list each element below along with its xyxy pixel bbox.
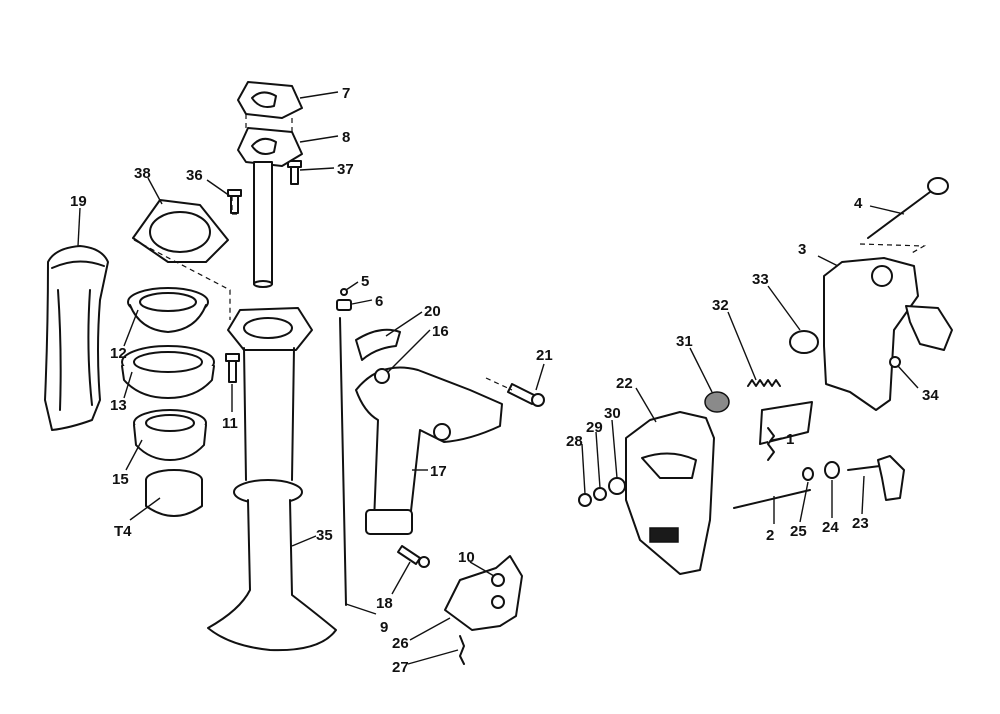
assembly-guide-lines xyxy=(133,114,927,391)
part-26-latch xyxy=(444,555,523,631)
part-21-screw xyxy=(507,383,545,407)
callout-38: 38 xyxy=(134,165,151,182)
part-27-spring xyxy=(459,635,465,665)
callout-35: 35 xyxy=(316,527,333,544)
callout-6: 6 xyxy=(375,293,383,310)
callout-30: 30 xyxy=(604,405,621,422)
part-9-rod xyxy=(339,317,347,606)
callout-25: 25 xyxy=(790,523,807,540)
callout-28: 28 xyxy=(566,433,583,450)
callout-9: 9 xyxy=(380,619,388,636)
part-15-ring xyxy=(133,409,207,461)
part-30-washer xyxy=(608,477,626,495)
callout-32: 32 xyxy=(712,297,729,314)
part-6-nut xyxy=(336,299,352,311)
part-7-plate xyxy=(237,81,303,119)
part-37-screw xyxy=(287,160,302,185)
callout-36: 36 xyxy=(186,167,203,184)
part-4-bolt xyxy=(867,177,949,239)
callout-5: 5 xyxy=(361,273,369,290)
part-38-gasket xyxy=(132,199,229,263)
part-33-knob xyxy=(789,330,819,354)
part-13-ring xyxy=(121,345,215,399)
callout-20: 20 xyxy=(424,303,441,320)
callout-19: 19 xyxy=(70,193,87,210)
part-2-lever xyxy=(733,401,813,509)
upper-tube xyxy=(253,161,273,288)
part-10-nut xyxy=(491,573,505,587)
callout-26: 26 xyxy=(392,635,409,652)
callout-16: 16 xyxy=(432,323,449,340)
part-18-screw xyxy=(397,545,430,568)
callout-34: 34 xyxy=(922,387,939,404)
callout-13: 13 xyxy=(110,397,127,414)
callout-17: 17 xyxy=(430,463,447,480)
callout-4: 4 xyxy=(854,195,863,212)
callout-27: 27 xyxy=(392,659,409,676)
part-23-pin xyxy=(847,455,905,501)
callout-7: 7 xyxy=(342,85,350,102)
part-17-swivel-bracket xyxy=(355,366,503,535)
callout-1: 1 xyxy=(786,431,794,448)
callout-3: 3 xyxy=(798,241,806,258)
part-1-spring xyxy=(767,427,775,461)
part-29-washer xyxy=(593,487,607,501)
part-32-spring xyxy=(747,379,781,387)
callout-37: 37 xyxy=(337,161,354,178)
callout-8: 8 xyxy=(342,129,350,146)
part-12-ring xyxy=(127,287,209,333)
part-36-screw xyxy=(227,189,242,214)
part-31-disc xyxy=(704,391,730,413)
callout-22: 22 xyxy=(616,375,633,392)
part-20-clip xyxy=(355,328,401,361)
part-19-liner xyxy=(44,245,109,431)
callout-23: 23 xyxy=(852,515,869,532)
part-8-plate xyxy=(237,127,303,167)
part-11-screw xyxy=(225,353,240,383)
part-14-sleeve xyxy=(145,469,203,517)
part-25-washer xyxy=(802,467,814,481)
part-35-housing xyxy=(207,307,337,652)
callout-10: 10 xyxy=(458,549,475,566)
part-28-nut xyxy=(578,493,592,507)
callout-21: 21 xyxy=(536,347,553,364)
callout-labels: 7 8 37 38 36 19 5 6 20 16 21 17 18 12 13… xyxy=(70,85,939,676)
callout-33: 33 xyxy=(752,271,769,288)
part-24-washer xyxy=(824,461,840,479)
callout-15: 15 xyxy=(112,471,129,488)
callout-29: 29 xyxy=(586,419,603,436)
callout-14: T4 xyxy=(114,523,132,540)
callout-2: 2 xyxy=(766,527,774,544)
callout-11: 11 xyxy=(222,415,238,432)
part-3-clamp-bracket xyxy=(823,257,953,411)
callout-31: 31 xyxy=(676,333,693,350)
callout-12: 12 xyxy=(110,345,127,362)
part-5-ball xyxy=(340,288,348,296)
callout-24: 24 xyxy=(822,519,839,536)
part-22-bracket xyxy=(625,411,715,575)
leader-lines xyxy=(77,91,919,665)
part-34-screw xyxy=(889,356,901,368)
callout-18: 18 xyxy=(376,595,393,612)
